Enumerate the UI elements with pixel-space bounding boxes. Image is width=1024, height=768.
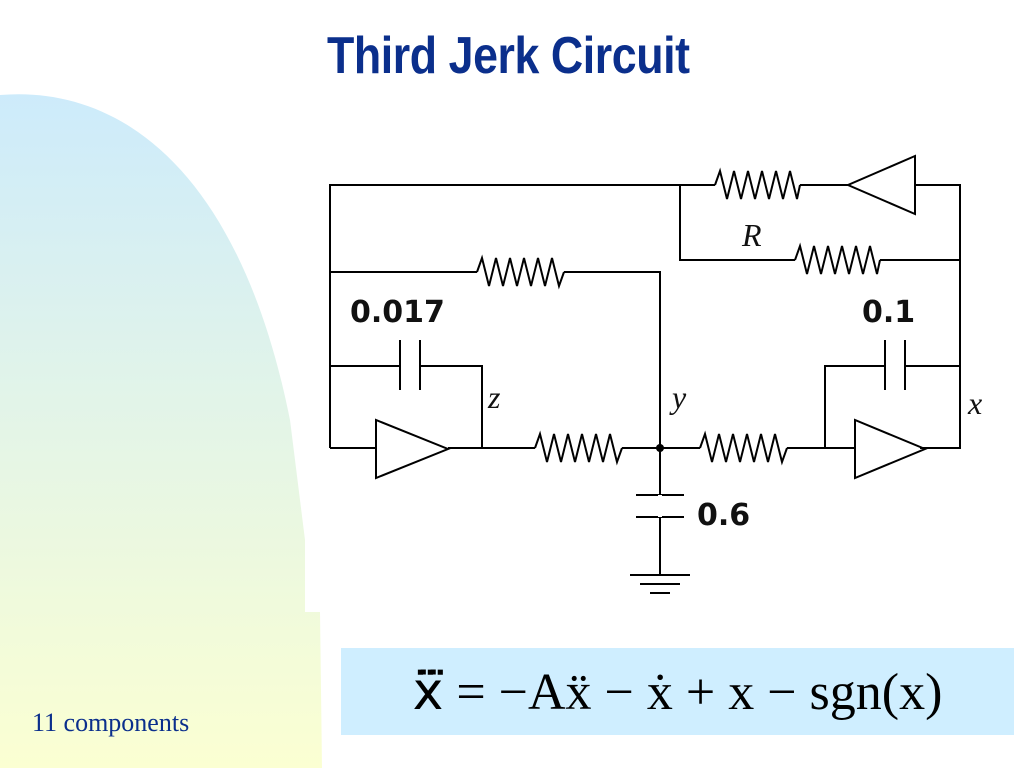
wire-r-loop bbox=[679, 185, 795, 261]
footer-note: 11 components bbox=[32, 708, 190, 737]
resistor-top bbox=[714, 167, 801, 200]
label-c-01: 0.1 bbox=[862, 295, 915, 330]
wire-to-node-y bbox=[564, 271, 661, 575]
label-node-y: y bbox=[669, 379, 687, 415]
label-node-z: z bbox=[487, 379, 501, 415]
ground-symbol bbox=[630, 574, 690, 594]
slide-title: Third Jerk Circuit bbox=[327, 27, 690, 85]
label-resistor-r: R bbox=[741, 217, 762, 253]
label-c-0017: 0.017 bbox=[350, 295, 445, 330]
resistor-mid-left bbox=[534, 430, 623, 466]
label-c-06: 0.6 bbox=[697, 498, 750, 533]
wire-top-right bbox=[915, 184, 961, 449]
node-y-junction bbox=[656, 444, 664, 452]
capacitor-01 bbox=[884, 340, 906, 390]
resistor-left-feedback bbox=[476, 254, 565, 290]
wire-top-left bbox=[329, 184, 715, 448]
capacitor-0017 bbox=[399, 340, 421, 390]
wire-right-cap bbox=[824, 365, 960, 448]
amplifier-left bbox=[375, 418, 451, 480]
resistor-r bbox=[794, 242, 881, 275]
equation-box: ẍ⃛ = −Aẍ − ẋ + x − sgn(x) bbox=[341, 648, 1014, 735]
jerk-equation: ẍ⃛ = −Aẍ − ẋ + x − sgn(x) bbox=[412, 663, 943, 721]
inverter-amplifier bbox=[845, 154, 916, 216]
label-node-x: x bbox=[967, 385, 982, 421]
wire-left-cap bbox=[330, 365, 483, 448]
amplifier-right bbox=[854, 418, 928, 480]
resistor-mid-right bbox=[699, 430, 788, 466]
